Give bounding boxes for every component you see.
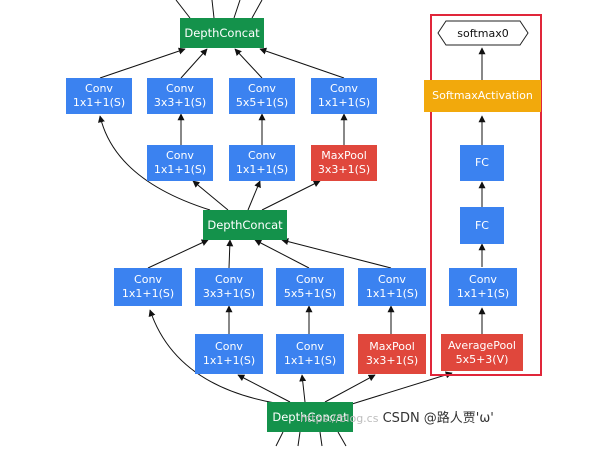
upper-conv-1x1-a: Conv 1x1+1(S)	[66, 78, 132, 114]
lower-conv-5x5: Conv 5x5+1(S)	[276, 268, 344, 306]
softmax-activation-label: SoftmaxActivation	[432, 89, 533, 102]
depthconcat-top-label: DepthConcat	[184, 26, 260, 40]
node-label: Conv	[296, 273, 324, 286]
upper-conv-5x5: Conv 5x5+1(S)	[229, 78, 295, 114]
watermark-url: https://blog.cs	[300, 412, 379, 425]
node-label: MaxPool	[369, 340, 415, 353]
node-label: Conv	[166, 149, 194, 162]
node-label: FC	[474, 218, 489, 232]
node-params: 3x3+1(S)	[317, 163, 371, 176]
softmax-output-label: softmax0	[457, 26, 509, 40]
node-label: AveragePool	[448, 338, 516, 352]
softmax-output-node: softmax0	[438, 21, 528, 45]
node-params: 1x1+1(S)	[202, 354, 256, 367]
depthconcat-bottom-label: DepthConcat	[272, 410, 348, 424]
lower-maxpool: MaxPool 3x3+1(S)	[358, 334, 426, 374]
softmax-activation-node: SoftmaxActivation	[424, 80, 541, 112]
upper-conv-1x1-e: Conv 1x1+1(S)	[147, 145, 213, 181]
depthconcat-middle-label: DepthConcat	[207, 218, 283, 232]
node-params: 3x3+1(S)	[202, 287, 256, 300]
node-label: Conv	[469, 273, 497, 286]
node-params: 1x1+1(S)	[456, 287, 510, 300]
depthconcat-middle: DepthConcat	[203, 210, 287, 240]
node-label: FC	[474, 156, 489, 169]
softmax-output-shape	[437, 20, 529, 46]
lower-conv-1x1-a: Conv 1x1+1(S)	[114, 268, 182, 306]
lower-conv-1x1-e: Conv 1x1+1(S)	[195, 334, 263, 374]
node-params: 1x1+1(S)	[283, 354, 337, 367]
node-params: 1x1+1(S)	[72, 96, 126, 109]
node-label: Conv	[378, 273, 406, 286]
node-label: Conv	[215, 340, 243, 353]
node-params: 3x3+1(S)	[153, 96, 207, 109]
upper-maxpool: MaxPool 3x3+1(S)	[311, 145, 377, 181]
node-params: 1x1+1(S)	[235, 163, 289, 176]
depthconcat-top: DepthConcat	[180, 18, 264, 48]
upper-conv-1x1-f: Conv 1x1+1(S)	[229, 145, 295, 181]
node-label: Conv	[134, 273, 162, 286]
aux-fc-2: FC	[460, 145, 504, 181]
node-params: 1x1+1(S)	[153, 163, 207, 176]
node-params: 1x1+1(S)	[365, 287, 419, 300]
node-label: Conv	[215, 273, 243, 286]
node-params: 5x5+1(S)	[235, 96, 289, 109]
node-label: Conv	[166, 82, 194, 95]
node-label: Conv	[248, 149, 276, 162]
node-params: 5x5+3(V)	[455, 352, 509, 366]
node-label: Conv	[330, 82, 358, 95]
upper-conv-1x1-d: Conv 1x1+1(S)	[311, 78, 377, 114]
lower-conv-3x3: Conv 3x3+1(S)	[195, 268, 263, 306]
watermark-author: CSDN @路人贾'ω'	[382, 411, 494, 426]
node-label: Conv	[248, 82, 276, 95]
node-params: 5x5+1(S)	[283, 287, 337, 300]
lower-conv-1x1-d: Conv 1x1+1(S)	[358, 268, 426, 306]
depthconcat-bottom: DepthConcat	[267, 402, 353, 432]
aux-conv-1x1: Conv 1x1+1(S)	[449, 268, 517, 306]
node-params: 1x1+1(S)	[317, 96, 371, 109]
node-params: 3x3+1(S)	[365, 354, 419, 367]
node-label: MaxPool	[321, 149, 367, 162]
aux-fc-1: FC	[460, 207, 504, 244]
lower-conv-1x1-f: Conv 1x1+1(S)	[276, 334, 344, 374]
upper-conv-3x3: Conv 3x3+1(S)	[147, 78, 213, 114]
auxiliary-classifier-highlight	[430, 14, 542, 376]
node-params: 1x1+1(S)	[121, 287, 175, 300]
node-label: Conv	[85, 82, 113, 95]
csdn-watermark: https://blog.cs CSDN @路人贾'ω'	[300, 407, 494, 426]
aux-averagepool: AveragePool 5x5+3(V)	[441, 334, 523, 371]
node-label: Conv	[296, 340, 324, 353]
